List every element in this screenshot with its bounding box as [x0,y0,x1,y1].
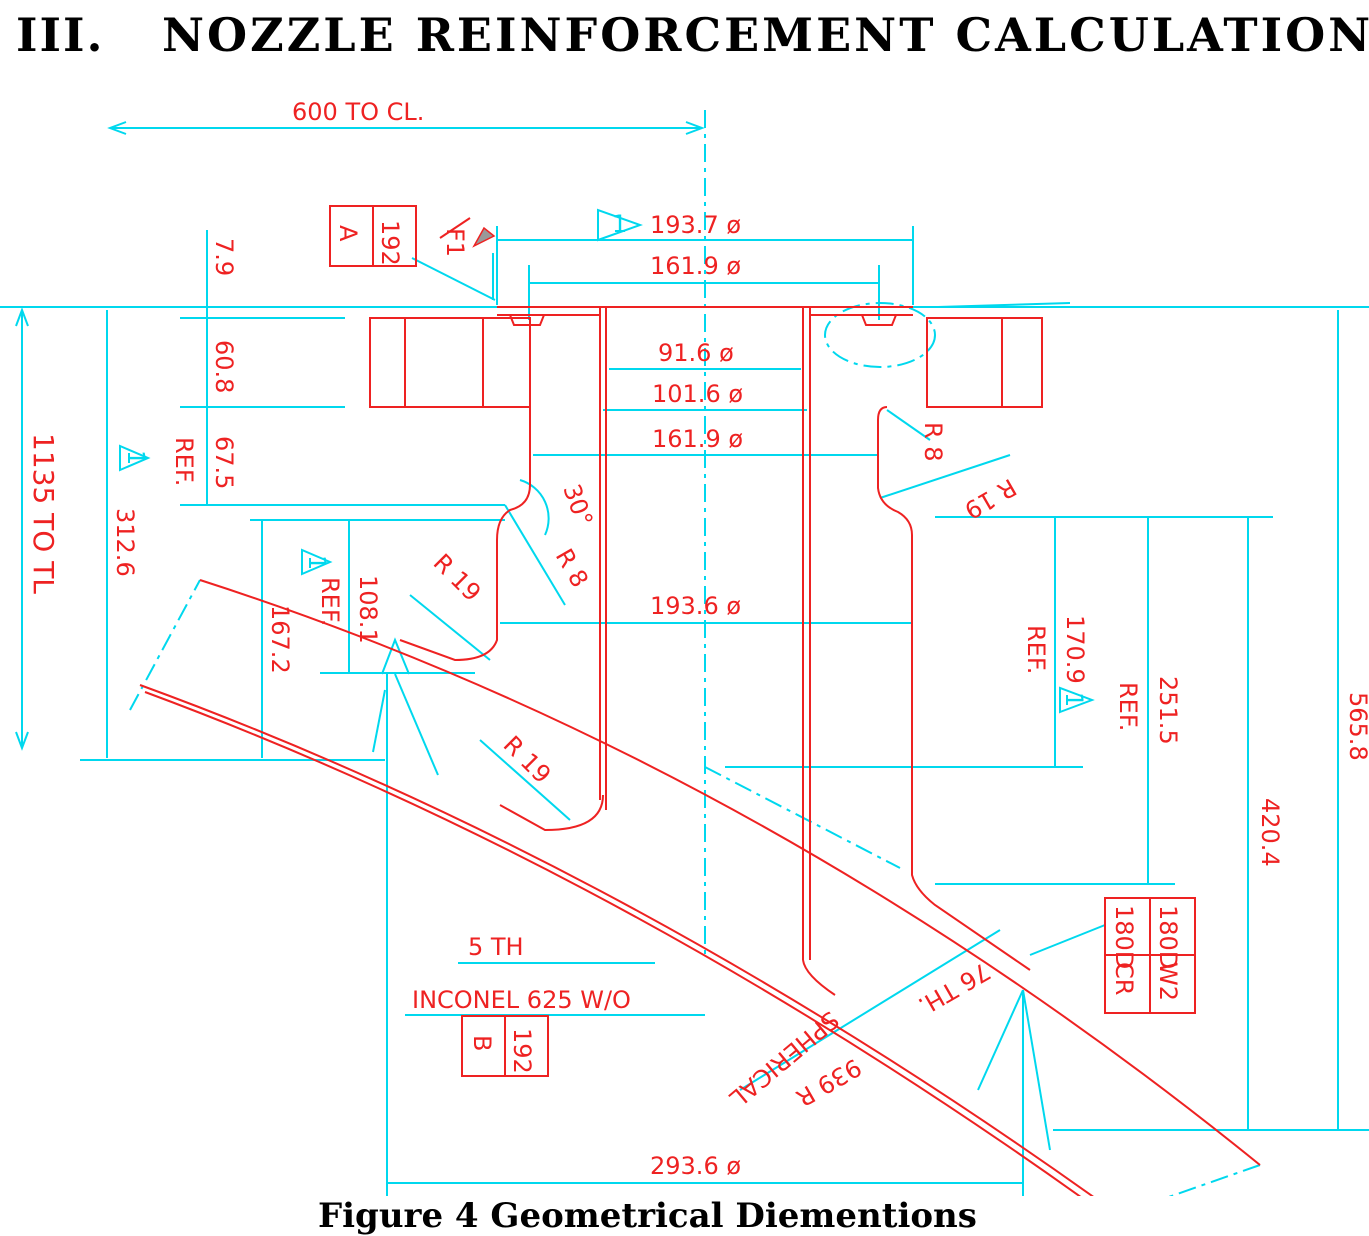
part-outline [139,306,1261,1196]
dim-170-9: 170.9 [1061,615,1089,684]
dim-565-8: 565.8 [1344,692,1369,761]
ref-label-1: REF. [170,437,198,486]
svg-text:F1: F1 [441,228,469,257]
svg-text:W2: W2 [1154,962,1182,1001]
svg-text:180D: 180D [1154,905,1182,969]
tag-1-d: 1 [612,210,627,238]
inconel-label: INCONEL 625 W/O [412,986,631,1014]
thickness-76: 76 TH. [913,957,995,1020]
radius-r8-right: R 8 [919,422,947,462]
weld-f1-symbol: F1 [439,217,496,257]
dim-167-2: 167.2 [266,605,294,674]
dim-161-9-mid: 161.9 ø [652,425,743,453]
radius-r19-bottom: R 19 [498,730,557,789]
dim-193-6: 193.6 ø [650,592,741,620]
svg-text:A: A [334,225,362,242]
dim-1135-to-tl: 1135 TO TL [27,433,60,594]
ref-label-2: REF. [316,577,344,626]
weld-box-b: 192 B [461,1015,549,1077]
nozzle-drawing: 192 A 192 B F1 180D 180D W2 CR 600 TO CL… [0,98,1369,1196]
section-title: NOZZLE REINFORCEMENT CALCULATION [162,8,1369,62]
section-number: III. [16,8,105,62]
ref-label-4: REF. [1114,682,1142,731]
dim-60-8: 60.8 [210,340,238,393]
figure-caption: Figure 4 Geometrical Diementions [318,1196,977,1236]
tag-1-a: 1 [122,450,150,465]
tag-1-c: 1 [1060,692,1088,707]
svg-text:192: 192 [376,220,404,266]
svg-text:180D: 180D [1110,905,1138,969]
dim-91-6: 91.6 ø [658,339,734,367]
dim-7-9: 7.9 [210,238,238,276]
ref-label-3: REF. [1022,625,1050,674]
dim-600-to-cl: 600 TO CL. [292,98,424,126]
weld-box-a: 192 A [329,205,417,267]
tag-1-b: 1 [303,555,331,570]
svg-text:192: 192 [508,1028,536,1074]
dim-293-6: 293.6 ø [650,1152,741,1180]
dim-251-5: 251.5 [1154,676,1182,745]
angle-30: 30° [557,480,598,530]
radius-r19-left: R 19 [428,548,487,607]
dim-161-9-top: 161.9 ø [650,252,741,280]
dim-67-5: 67.5 [210,436,238,489]
cr-box: 180D 180D W2 CR [1104,897,1196,1014]
dim-108-1: 108.1 [354,575,382,644]
dim-101-6: 101.6 ø [652,380,743,408]
thickness-5: 5 TH [468,933,524,961]
radius-r8-left: R 8 [550,544,594,592]
dimension-lines [0,110,1369,1196]
dim-312-6: 312.6 [111,508,139,577]
dim-420-4: 420.4 [1256,798,1284,867]
dim-193-7: 193.7 ø [650,211,741,239]
dimension-labels: 600 TO CL. 193.7 ø 161.9 ø 91.6 ø 101.6 … [27,98,1369,1180]
svg-text:B: B [468,1035,496,1051]
svg-text:CR: CR [1110,962,1138,995]
